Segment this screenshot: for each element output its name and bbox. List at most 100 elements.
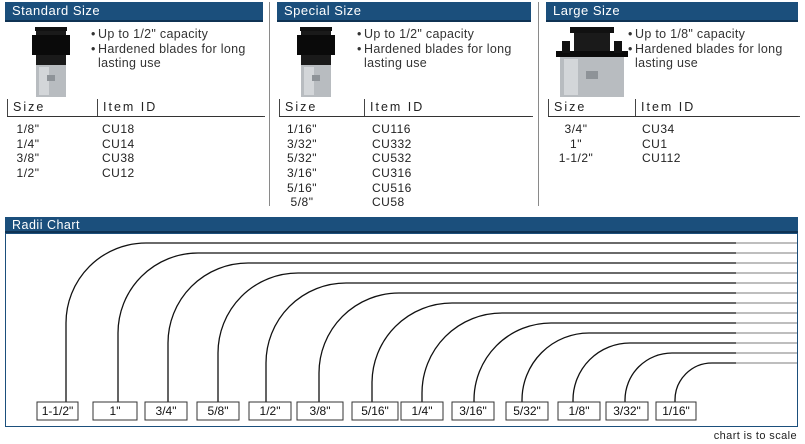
table-row: 3/32"CU332 xyxy=(277,137,531,152)
size-cell: 1/16" xyxy=(286,122,318,136)
radius-label-box xyxy=(451,401,495,421)
table-row: 1/4"CU14 xyxy=(5,137,263,152)
item-id-cell: CU34 xyxy=(642,122,675,136)
feature-text: Hardened blades for long xyxy=(364,41,512,56)
large-size-panel: Large Size •Up to 1/8" capacity •Hardene… xyxy=(546,2,800,206)
table-row: 1/2" CU12 xyxy=(5,166,263,181)
item-id-cell: CU18 xyxy=(102,122,135,136)
item-id-cell: CU116 xyxy=(372,122,411,136)
radius-label-box xyxy=(351,401,399,421)
table-row: 1/8" CU18 xyxy=(5,122,263,137)
radius-label-box xyxy=(655,401,697,421)
radius-label: 1" xyxy=(110,404,121,418)
table-row: 3/8"CU38 xyxy=(5,151,263,166)
radius-label: 1/2" xyxy=(260,404,281,418)
radius-label: 1/4" xyxy=(412,404,433,418)
radii-chart-frame: 1-1/2"1"3/4"5/8"1/2"3/8"5/16"1/4"3/16"5/… xyxy=(5,233,798,427)
size-cell: 1" xyxy=(570,136,582,151)
radius-curve xyxy=(65,242,797,402)
size-cell: 1/2" xyxy=(16,166,40,181)
radius-curve xyxy=(167,262,797,402)
feature-text: Hardened blades for long xyxy=(635,41,783,56)
table-row: 5/8" CU58 xyxy=(277,195,531,210)
item-id-cell: CU1 xyxy=(642,136,668,151)
radius-label: 3/16" xyxy=(459,404,487,418)
radius-label-box xyxy=(557,401,601,421)
size-cell: 5/16" xyxy=(286,180,318,195)
radius-curve xyxy=(265,282,797,402)
radius-label: 1/8" xyxy=(569,404,590,418)
item-id-cell: CU532 xyxy=(372,151,412,166)
size-cell: 1/8" xyxy=(16,122,40,136)
special-cutter-image xyxy=(297,27,335,97)
table-header: Size Item ID xyxy=(279,99,533,118)
size-cell: 5/8" xyxy=(290,195,314,210)
radius-curve xyxy=(674,362,797,402)
size-column-header: Size xyxy=(548,99,624,117)
radius-label-box xyxy=(92,401,138,421)
radius-label: 1/16" xyxy=(662,404,690,418)
radius-curve xyxy=(572,342,797,402)
panel-title: Standard Size xyxy=(5,2,263,22)
feature-list: •Up to 1/2" capacity •Hardened blades fo… xyxy=(357,27,512,70)
item-id-cell: CU14 xyxy=(102,136,135,151)
feature-text: lasting use xyxy=(364,56,428,70)
size-table: 1/8" CU18 1/4"CU14 3/8"CU38 1/2" CU12 xyxy=(5,122,263,181)
radius-label-box xyxy=(248,401,292,421)
size-column-header: Size xyxy=(279,99,355,117)
feature-text: Hardened blades for long xyxy=(98,41,246,56)
radius-curve xyxy=(318,292,797,402)
radius-curve xyxy=(473,322,797,402)
radius-label: 3/32" xyxy=(613,404,641,418)
feature-list: •Up to 1/8" capacity •Hardened blades fo… xyxy=(628,27,783,70)
standard-cutter-image xyxy=(32,27,70,97)
radius-curve xyxy=(117,252,797,402)
table-header: Size Item ID xyxy=(7,99,265,118)
size-cell: 1-1/2" xyxy=(558,151,594,166)
size-table: 1/16" CU116 3/32"CU332 5/32" CU532 3/16" CU… xyxy=(277,122,531,210)
size-table: 3/4" CU34 1" CU1 1-1/2"CU112 xyxy=(546,122,798,166)
item-id-cell: CU12 xyxy=(102,166,135,181)
table-row: 1-1/2"CU112 xyxy=(546,151,798,166)
table-row: 5/32" CU532 xyxy=(277,151,531,166)
table-header: Size Item ID xyxy=(548,99,800,118)
scale-note: chart is to scale xyxy=(713,430,797,442)
size-cell: 3/4" xyxy=(564,122,588,136)
large-cutter-image xyxy=(556,27,628,97)
radius-label: 3/8" xyxy=(310,404,331,418)
table-row: 3/16" CU316 xyxy=(277,166,531,181)
radius-curve xyxy=(371,302,797,402)
column-divider xyxy=(269,2,270,206)
radius-label-box xyxy=(505,401,549,421)
radius-label-box xyxy=(400,401,444,421)
feature-list: •Up to 1/2" capacity •Hardened blades fo… xyxy=(91,27,246,70)
size-cell: 5/32" xyxy=(286,151,318,166)
radius-label: 5/16" xyxy=(361,404,389,418)
radius-label: 5/32" xyxy=(513,404,541,418)
panel-title: Special Size xyxy=(277,2,531,22)
size-cell: 3/16" xyxy=(286,166,318,181)
radius-label-box xyxy=(296,401,344,421)
item-id-cell: CU38 xyxy=(102,151,135,166)
item-id-cell: CU58 xyxy=(372,195,405,210)
radius-label: 3/4" xyxy=(156,404,177,418)
item-id-column-header: Item ID xyxy=(635,99,800,117)
item-id-cell: CU316 xyxy=(372,166,412,181)
radius-label-box xyxy=(605,401,649,421)
item-id-column-header: Item ID xyxy=(97,99,265,117)
size-column-header: Size xyxy=(7,99,93,117)
radii-chart: 1-1/2"1"3/4"5/8"1/2"3/8"5/16"1/4"3/16"5/… xyxy=(36,242,797,421)
radius-label-box xyxy=(36,401,79,421)
table-row: 5/16" CU516 xyxy=(277,181,531,196)
radius-curve xyxy=(421,312,797,402)
radius-label-box xyxy=(144,401,188,421)
item-id-cell: CU516 xyxy=(372,180,412,195)
table-row: 3/4" CU34 xyxy=(546,122,798,137)
feature-text: Up to 1/2" capacity xyxy=(98,27,209,41)
size-cell: 3/32" xyxy=(286,136,318,151)
feature-text: Up to 1/2" capacity xyxy=(364,27,475,41)
standard-size-panel: Standard Size •Up to 1/2" capacity •Hard… xyxy=(5,2,265,206)
panel-title: Large Size xyxy=(546,2,798,22)
radius-curve xyxy=(624,352,797,402)
special-size-panel: Special Size •Up to 1/2" capacity •Harde… xyxy=(277,2,533,209)
